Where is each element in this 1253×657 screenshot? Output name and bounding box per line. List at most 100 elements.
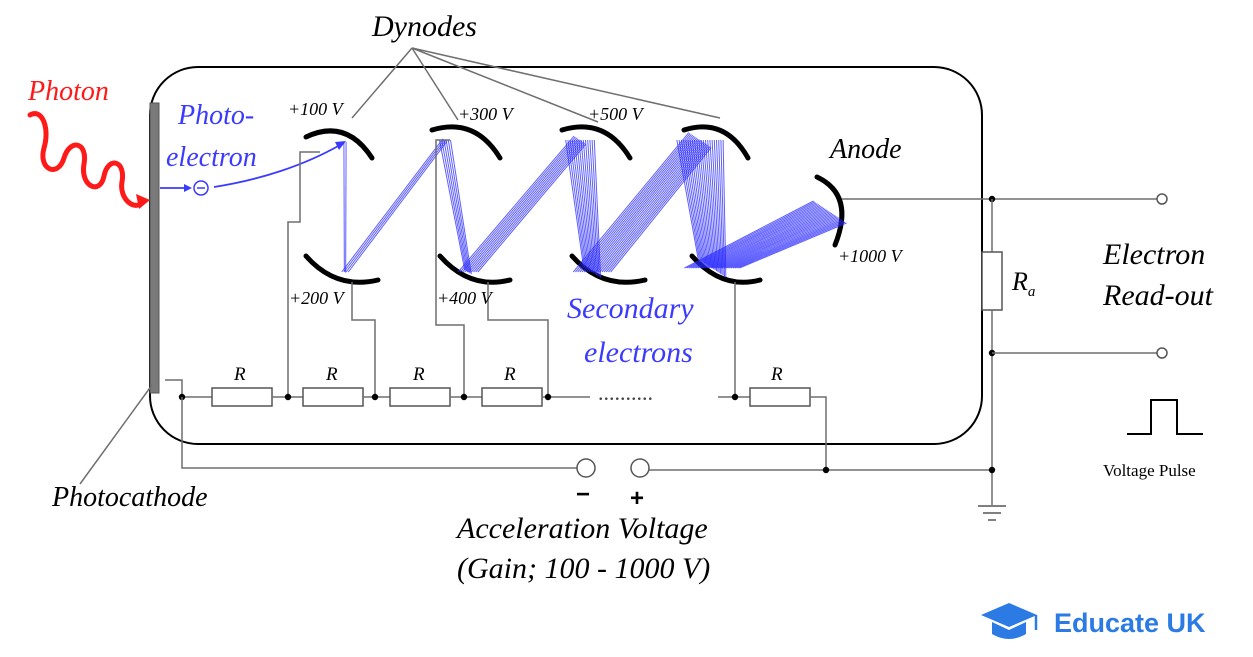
divider-resistor-3 bbox=[389, 387, 451, 407]
voltage-300-label: +300 V bbox=[458, 104, 515, 124]
electron-beam-line bbox=[694, 139, 710, 266]
secondary-electron-beams bbox=[341, 132, 847, 278]
electron-beam-line bbox=[695, 204, 821, 269]
electron-beam-line bbox=[678, 139, 700, 260]
electron-beam-line bbox=[707, 139, 718, 272]
electron-beam-line bbox=[693, 204, 820, 269]
dynode-7 bbox=[681, 124, 751, 161]
electron-beam-line bbox=[588, 138, 699, 273]
plus-terminal bbox=[630, 458, 650, 478]
electron-beam-line bbox=[684, 200, 814, 269]
voltage-1000-label: +1000 V bbox=[838, 246, 904, 266]
electron-beam-line bbox=[597, 141, 704, 273]
divider-resistor-5 bbox=[749, 387, 811, 407]
electron-beam-line bbox=[578, 139, 592, 272]
dynodes-label: Dynodes bbox=[371, 10, 477, 43]
electron-beam-line bbox=[732, 219, 843, 269]
load-resistor-ra bbox=[981, 251, 1003, 311]
electron-beam-line bbox=[603, 144, 708, 273]
resistor-label-1: R bbox=[233, 364, 246, 385]
photocathode-label: Photocathode bbox=[51, 482, 208, 513]
electron-beam-line bbox=[441, 139, 467, 271]
electron-beam-line bbox=[577, 133, 692, 273]
electron-beam-line bbox=[468, 140, 582, 273]
voltage-pulse-label: Voltage Pulse bbox=[1103, 461, 1196, 480]
electron-beam-line bbox=[709, 139, 719, 272]
electron-beam-line bbox=[571, 139, 588, 269]
electron-beam-line bbox=[717, 213, 834, 269]
dynode-6 bbox=[569, 253, 648, 285]
electron-beam-line bbox=[721, 215, 837, 269]
electron-readout-label-1: Electron bbox=[1102, 238, 1205, 271]
electron-beam-line bbox=[443, 139, 468, 272]
plus-sign: + bbox=[630, 485, 644, 512]
electron-beam-line bbox=[739, 222, 847, 269]
electron-beam-line bbox=[450, 139, 472, 275]
electron-beam-line bbox=[466, 139, 580, 273]
readout-circuit bbox=[842, 193, 1168, 505]
electron-beam-line bbox=[689, 139, 707, 265]
electron-beam-line bbox=[587, 139, 598, 276]
resistor-label-5: R bbox=[770, 364, 783, 385]
electron-beam-line bbox=[569, 139, 587, 269]
electron-beam-line bbox=[581, 135, 695, 273]
ellipsis-dots: .......... bbox=[598, 380, 653, 405]
electron-beam-line bbox=[691, 139, 708, 265]
electron-beam-line bbox=[576, 139, 591, 271]
electron-beam-line bbox=[728, 218, 841, 269]
electron-beam-line bbox=[601, 143, 707, 273]
electron-beam-line bbox=[726, 217, 839, 269]
dynodes-leader-lines bbox=[351, 47, 721, 123]
acceleration-supply-wires bbox=[181, 397, 992, 478]
dynode-5 bbox=[559, 124, 633, 161]
divider-resistor-2 bbox=[302, 387, 364, 407]
electron-beam-line bbox=[708, 210, 829, 269]
electron-beam-line bbox=[697, 205, 822, 269]
electron-beam-line bbox=[723, 216, 838, 269]
photoelectron-label-1: Photo- bbox=[177, 100, 254, 131]
electron-beam-line bbox=[676, 139, 699, 259]
electron-beam-line bbox=[701, 207, 825, 269]
photon-wave bbox=[27, 111, 146, 208]
electron-beam-line bbox=[730, 219, 842, 269]
resistor-label-3: R bbox=[412, 364, 425, 385]
electron-beam-line bbox=[608, 146, 711, 273]
electron-beam-line bbox=[593, 139, 602, 278]
electron-beam-line bbox=[716, 139, 723, 275]
divider-resistor-4 bbox=[481, 387, 543, 407]
electron-beam-line bbox=[687, 139, 706, 264]
electron-beam-line bbox=[475, 142, 586, 273]
electron-beam-line bbox=[457, 135, 575, 273]
photoelectron-label-2: electron bbox=[166, 142, 257, 173]
resistor-label-4: R bbox=[503, 364, 516, 385]
acceleration-voltage-label-1: Acceleration Voltage bbox=[455, 512, 708, 545]
electron-beam-line bbox=[447, 139, 471, 274]
electron-beam-line bbox=[719, 214, 835, 269]
electron-beam-line bbox=[462, 137, 578, 273]
ra-label: Ra bbox=[1011, 267, 1035, 300]
electron-beam-line bbox=[477, 143, 587, 273]
voltage-500-label: +500 V bbox=[588, 104, 645, 124]
electron-minus-icon bbox=[193, 180, 209, 196]
dynode-3 bbox=[429, 124, 503, 161]
electron-beam-line bbox=[575, 133, 691, 273]
electron-beam-line bbox=[610, 147, 712, 273]
photoelectron-arrow bbox=[213, 144, 341, 188]
dynode-lead-wires bbox=[165, 139, 736, 395]
voltage-divider-chain bbox=[178, 387, 827, 470]
electron-beam-line bbox=[445, 139, 470, 273]
electron-beam-line bbox=[699, 206, 823, 269]
electron-beam-line bbox=[585, 139, 596, 275]
electron-beam-line bbox=[688, 202, 817, 269]
electron-beam-line bbox=[686, 201, 816, 269]
electron-readout-label-2: Read-out bbox=[1102, 279, 1214, 312]
electron-beam-line bbox=[715, 212, 833, 269]
electron-beam-line bbox=[737, 221, 846, 269]
electron-beam-line bbox=[594, 141, 703, 273]
secondary-electrons-label-1: Secondary bbox=[567, 292, 694, 325]
dynode-1 bbox=[303, 128, 375, 161]
photon-label: Photon bbox=[27, 76, 109, 107]
voltage-200-label: +200 V bbox=[289, 288, 346, 308]
voltage-100-label: +100 V bbox=[288, 99, 345, 119]
